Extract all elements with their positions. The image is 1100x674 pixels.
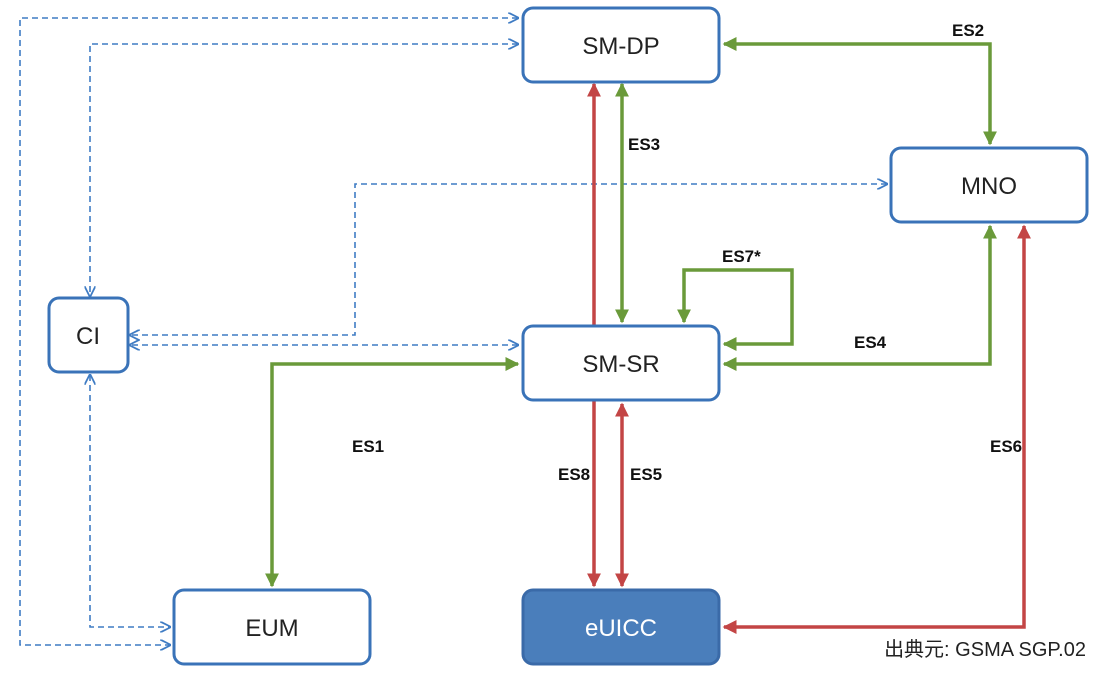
dashed-link-ci-eum xyxy=(90,375,170,627)
euicc-label: eUICC xyxy=(585,615,657,642)
eum-box xyxy=(172,588,372,666)
mno-label: MNO xyxy=(961,173,1017,200)
ci-label: CI xyxy=(76,323,100,350)
dashed-link-mno-ci xyxy=(130,184,887,335)
es8-label: ES8 xyxy=(558,465,590,484)
es4-label: ES4 xyxy=(854,333,887,352)
eum-label: EUM xyxy=(245,615,298,642)
es6-label: ES6 xyxy=(990,437,1022,456)
es1-link xyxy=(265,357,520,588)
smsr-label: SM-SR xyxy=(582,351,659,378)
es1-label: ES1 xyxy=(352,437,384,456)
es2-link xyxy=(722,37,997,146)
node-ci: CI xyxy=(47,296,130,374)
smdp-label: SM-DP xyxy=(582,33,659,60)
node-euicc: eUICC xyxy=(521,588,721,666)
dashed-link-smdp-eum-outer xyxy=(19,18,518,645)
mno-box xyxy=(889,146,1089,224)
green-links xyxy=(265,37,997,588)
smsr-box xyxy=(521,324,721,402)
source-note: 出典元: GSMA SGP.02 xyxy=(884,639,1086,661)
dashed-link-smdp-ci xyxy=(90,44,518,296)
interface-labels: ES2 ES3 ES7* ES4 ES1 ES6 ES8 ES5 xyxy=(352,21,1022,484)
node-eum: EUM xyxy=(172,588,372,666)
es3-label: ES3 xyxy=(628,135,660,154)
es7-label: ES7* xyxy=(722,247,761,266)
es5-label: ES5 xyxy=(630,465,662,484)
node-smsr: SM-SR xyxy=(521,324,721,402)
ci-box xyxy=(47,296,130,374)
smdp-box xyxy=(521,6,721,84)
node-smdp: SM-DP xyxy=(521,6,721,84)
dashed-links xyxy=(19,18,887,645)
es6-link xyxy=(722,224,1031,634)
euicc-box xyxy=(521,588,721,666)
node-mno: MNO xyxy=(889,146,1089,224)
es2-label: ES2 xyxy=(952,21,984,40)
